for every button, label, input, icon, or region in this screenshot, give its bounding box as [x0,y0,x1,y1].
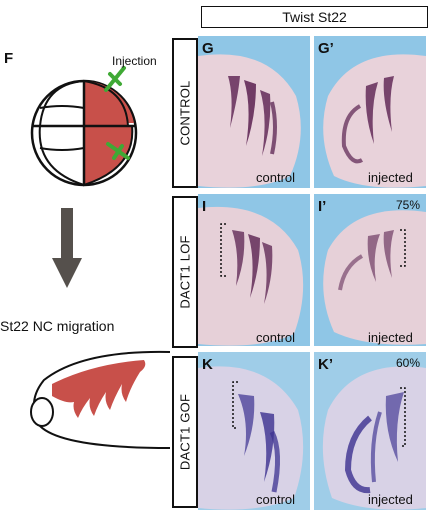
row-label-gof: DACT1 GOF [172,356,198,508]
caption-k-prime: injected [368,492,413,507]
injection-arrow-bottom [106,142,130,160]
down-arrow-icon [52,208,82,288]
panel-letter-g-prime: G’ [318,40,334,57]
embryo-8-cell-diagram [30,66,138,187]
embryo-photo-g [198,36,310,188]
lof-migration-bracket-i [220,223,226,277]
migration-label: St22 NC migration [0,318,115,334]
caption-g: control [256,170,296,185]
caption-k: control [256,492,296,507]
header-box: Twist St22 [201,6,428,28]
lof-migration-bracket-i-prime [400,229,406,267]
injection-arrow-top [104,66,126,92]
row-label-control: CONTROL [172,38,198,188]
embryo-photo-k [198,352,310,510]
percent-k-prime: 60% [396,356,421,370]
injection-label: Injection [112,54,157,68]
embryo-photo-i [198,194,310,346]
embryo-photo-i-prime [314,194,426,346]
embryo-photo-k-prime [314,352,426,510]
panel-letter-i-prime: I’ [318,198,327,215]
panel-letter-f: F [4,50,14,67]
header-title: Twist St22 [282,9,347,25]
panel-letter-i: I [202,198,207,215]
embryo-photo-g-prime [314,36,426,188]
percent-i-prime: 75% [396,198,421,212]
gof-migration-bracket-k-prime [400,387,406,447]
panel-letter-k: K [202,356,213,373]
caption-i: control [256,330,296,345]
caption-i-prime: injected [368,330,413,345]
nc-migration-diagram [30,350,171,449]
gof-migration-bracket-k [232,381,238,429]
panel-letter-k-prime: K’ [318,356,333,373]
row-label-lof: DACT1 LOF [172,196,198,348]
panel-letter-g: G [202,40,214,57]
caption-g-prime: injected [368,170,413,185]
